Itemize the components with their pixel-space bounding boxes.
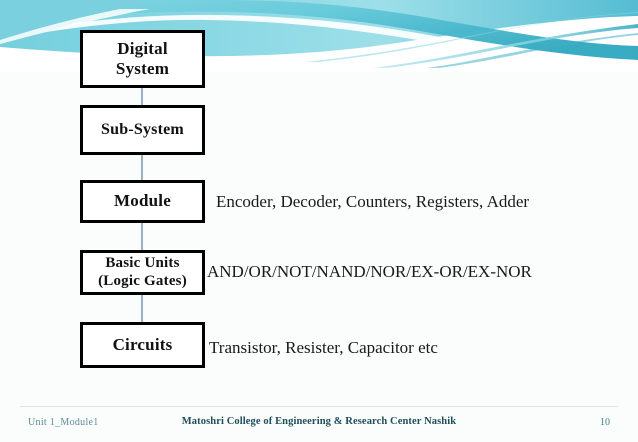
node-module[interactable]: Module: [80, 180, 205, 223]
footer-institution-name: Matoshri College of Engineering & Resear…: [181, 416, 457, 427]
node-label-line: Basic Units: [105, 254, 180, 271]
node-label-line: Circuits: [112, 334, 173, 354]
node-label-line: Digital: [117, 38, 168, 58]
footer-divider: [20, 406, 618, 407]
node-sub-system[interactable]: Sub-System: [80, 105, 205, 155]
annotation-module-examples: Encoder, Decoder, Counters, Registers, A…: [216, 192, 530, 211]
node-label-line: Module: [114, 191, 171, 211]
node-digital-system[interactable]: Digital System: [80, 30, 205, 88]
hierarchy-diagram: Digital System Sub-System Module Basic U…: [80, 30, 532, 368]
annotation-circuits-examples: Transistor, Resister, Capacitor etc: [209, 338, 438, 357]
footer-page-number: 10: [600, 417, 610, 428]
slide-footer: Unit 1_Module1 Matoshri College of Engin…: [0, 406, 638, 442]
annotation-basic-units-examples: AND/OR/NOT/NAND/NOR/EX-OR/EX-NOR: [207, 262, 532, 281]
node-basic-units[interactable]: Basic Units (Logic Gates): [80, 250, 205, 295]
node-label-line: (Logic Gates): [98, 272, 187, 289]
node-label-line: Sub-System: [101, 120, 184, 138]
node-circuits[interactable]: Circuits: [80, 322, 205, 368]
node-label-line: System: [115, 59, 170, 78]
footer-unit-label: Unit 1_Module1: [28, 417, 99, 428]
